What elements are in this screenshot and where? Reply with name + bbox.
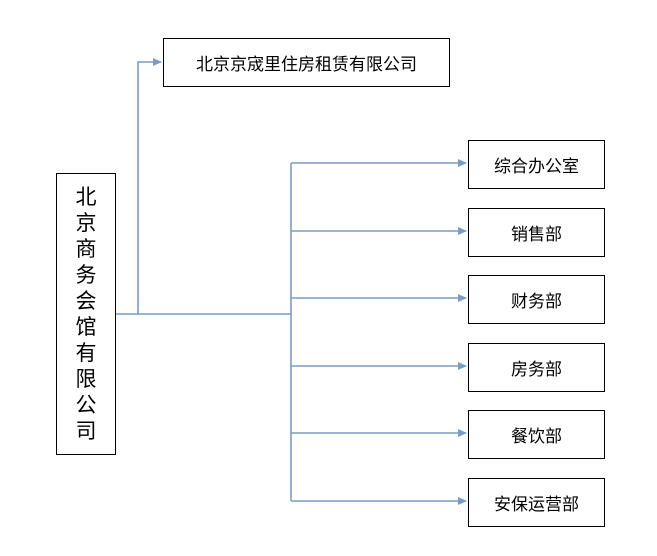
department-label: 销售部 [511, 225, 562, 245]
department-node: 销售部 [468, 208, 605, 257]
department-label: 安保运营部 [494, 495, 579, 515]
department-node: 餐饮部 [468, 410, 605, 459]
root-company-node: 北京商务会馆有限公司 [56, 173, 116, 455]
department-label: 房务部 [511, 360, 562, 380]
department-node: 安保运营部 [468, 478, 605, 527]
top-branch-line [137, 58, 162, 314]
subsidiary-company-node: 北京京宬里住房租赁有限公司 [163, 38, 450, 87]
department-node: 财务部 [468, 275, 605, 324]
root-company-label: 北京商务会馆有限公司 [75, 185, 97, 443]
department-node: 综合办公室 [468, 140, 605, 189]
department-label: 综合办公室 [494, 157, 579, 177]
department-label: 财务部 [511, 292, 562, 312]
department-label: 餐饮部 [511, 427, 562, 447]
subsidiary-company-label: 北京京宬里住房租赁有限公司 [196, 55, 417, 75]
department-node: 房务部 [468, 343, 605, 392]
